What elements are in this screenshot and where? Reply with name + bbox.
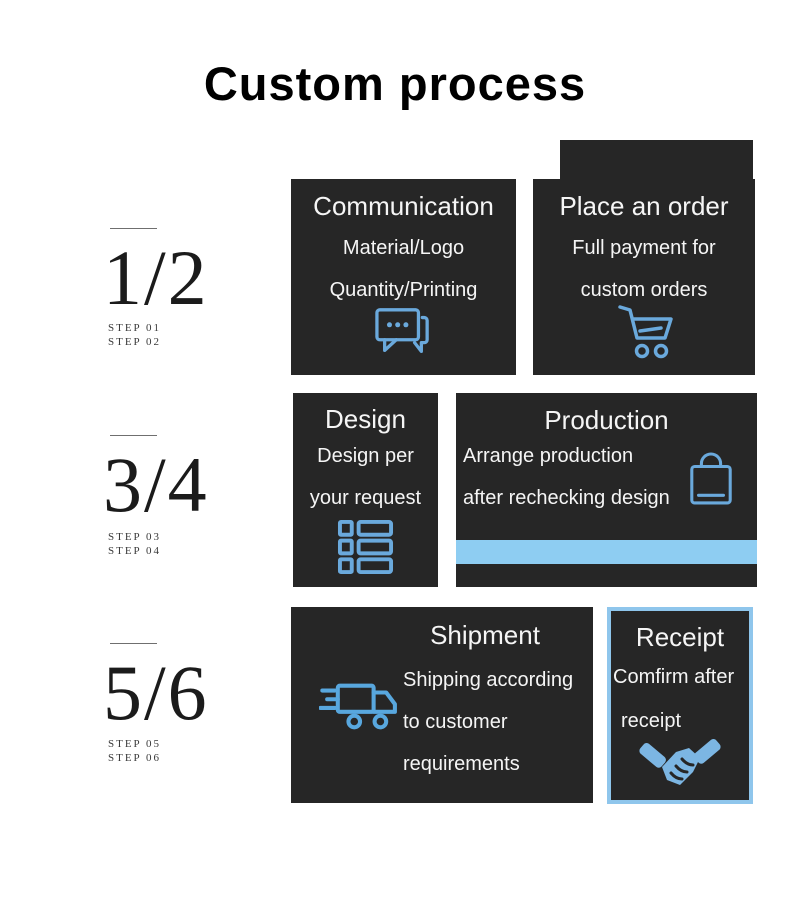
card-line: after rechecking design bbox=[463, 487, 670, 509]
list-menu-icon bbox=[337, 519, 394, 576]
card-place-an-order: Place an order Full payment for custom o… bbox=[533, 179, 755, 375]
card-line: Comfirm after bbox=[613, 666, 735, 688]
card-line: requirements bbox=[403, 753, 520, 775]
step-label-05: STEP 05 bbox=[108, 738, 162, 750]
card-title: Place an order bbox=[559, 191, 729, 221]
chat-bubbles-icon bbox=[372, 305, 434, 361]
card-line: Material/Logo bbox=[342, 237, 465, 259]
card-production: Production Arrange production after rech… bbox=[456, 393, 757, 587]
card-design: Design Design per your request bbox=[293, 393, 438, 587]
delivery-truck-icon bbox=[319, 677, 405, 737]
card-line: Quantity/Printing bbox=[329, 279, 478, 301]
step-label-02: STEP 02 bbox=[108, 336, 162, 348]
card-title: Production bbox=[544, 405, 669, 435]
page-title: Custom process bbox=[203, 57, 587, 110]
card-line: receipt bbox=[621, 710, 682, 732]
shopping-cart-icon bbox=[613, 301, 677, 363]
card-line: Arrange production bbox=[463, 445, 634, 467]
step-number-1-2: 1/2 bbox=[103, 234, 209, 321]
card-line: your request bbox=[309, 487, 422, 509]
card-line: to customer bbox=[403, 711, 508, 733]
card-order-top-tab bbox=[560, 140, 753, 182]
step-number-5-6: 5/6 bbox=[103, 649, 209, 736]
card-line: Design per bbox=[317, 445, 414, 467]
step-divider-line bbox=[110, 435, 157, 436]
step-number-3-4: 3/4 bbox=[103, 441, 209, 528]
step-label-06: STEP 06 bbox=[108, 752, 162, 764]
handshake-icon bbox=[638, 733, 722, 797]
card-line: custom orders bbox=[580, 279, 708, 301]
card-line: Shipping according bbox=[403, 669, 574, 691]
shopping-bag-icon bbox=[687, 448, 735, 508]
card-communication: Communication Material/Logo Quantity/Pri… bbox=[291, 179, 516, 375]
step-divider-line bbox=[110, 643, 157, 644]
card-title: Design bbox=[325, 404, 406, 434]
step-label-04: STEP 04 bbox=[108, 545, 162, 557]
card-shipment: Shipment Shipping according to customer … bbox=[291, 607, 593, 803]
card-receipt: Receipt Comfirm after receipt bbox=[607, 607, 753, 804]
card-title: Shipment bbox=[430, 620, 540, 650]
step-label-01: STEP 01 bbox=[108, 322, 162, 334]
step-label-03: STEP 03 bbox=[108, 531, 162, 543]
production-highlight-stripe bbox=[456, 540, 757, 564]
card-title: Receipt bbox=[635, 622, 725, 652]
card-title: Communication bbox=[313, 191, 494, 221]
step-divider-line bbox=[110, 228, 157, 229]
card-line: Full payment for bbox=[572, 237, 716, 259]
